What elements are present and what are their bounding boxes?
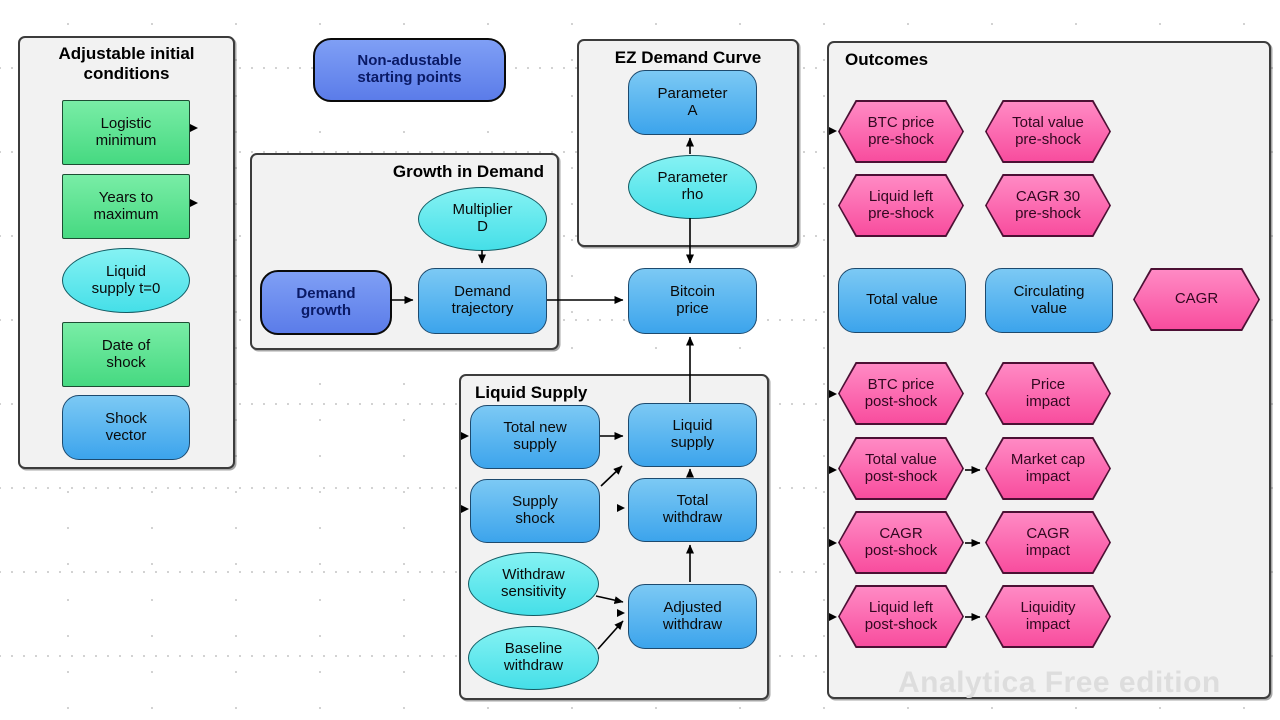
node-btc-price-post-shock[interactable]: BTC price post-shock xyxy=(838,362,964,425)
node-shock-vector[interactable]: Shock vector xyxy=(62,395,190,460)
node-circulating-value[interactable]: Circulating value xyxy=(985,268,1113,333)
node-parameter-a[interactable]: Parameter A xyxy=(628,70,757,135)
node-bitcoin-price[interactable]: Bitcoin price xyxy=(628,268,757,334)
node-liquidity-impact[interactable]: Liquidity impact xyxy=(985,585,1111,648)
box-title: EZ Demand Curve xyxy=(614,48,762,67)
node-logistic-minimum[interactable]: Logistic minimum xyxy=(62,100,190,165)
node-adjusted-withdraw[interactable]: Adjusted withdraw xyxy=(628,584,757,649)
node-demand-growth[interactable]: Demand growth xyxy=(260,270,392,335)
node-price-impact[interactable]: Price impact xyxy=(985,362,1111,425)
node-multiplier-d[interactable]: Multiplier D xyxy=(418,187,547,251)
node-total-value-post-shock[interactable]: Total value post-shock xyxy=(838,437,964,500)
node-non-adjustable-starting-points[interactable]: Non-adustable starting points xyxy=(313,38,506,102)
box-title: Growth in Demand xyxy=(392,162,544,181)
node-btc-price-pre-shock[interactable]: BTC price pre-shock xyxy=(838,100,964,163)
node-withdraw-sensitivity[interactable]: Withdraw sensitivity xyxy=(468,552,599,616)
node-liquid-left-post-shock[interactable]: Liquid left post-shock xyxy=(838,585,964,648)
node-liquid-supply[interactable]: Liquid supply xyxy=(628,403,757,467)
node-years-to-maximum[interactable]: Years to maximum xyxy=(62,174,190,239)
node-demand-trajectory[interactable]: Demand trajectory xyxy=(418,268,547,334)
node-total-value[interactable]: Total value xyxy=(838,268,966,333)
node-market-cap-impact[interactable]: Market cap impact xyxy=(985,437,1111,500)
box-title: Adjustable initial conditions xyxy=(58,44,195,83)
box-title: Outcomes xyxy=(845,50,929,69)
node-baseline-withdraw[interactable]: Baseline withdraw xyxy=(468,626,599,690)
node-liquid-left-pre-shock[interactable]: Liquid left pre-shock xyxy=(838,174,964,237)
node-date-of-shock[interactable]: Date of shock xyxy=(62,322,190,387)
node-cagr-30-pre-shock[interactable]: CAGR 30 pre-shock xyxy=(985,174,1111,237)
node-cagr-impact[interactable]: CAGR impact xyxy=(985,511,1111,574)
node-total-withdraw[interactable]: Total withdraw xyxy=(628,478,757,542)
node-liquid-supply-t0[interactable]: Liquid supply t=0 xyxy=(62,248,190,313)
free-edition-watermark: Analytica Free edition xyxy=(898,666,1221,699)
node-supply-shock[interactable]: Supply shock xyxy=(470,479,600,543)
node-cagr-post-shock[interactable]: CAGR post-shock xyxy=(838,511,964,574)
node-total-new-supply[interactable]: Total new supply xyxy=(470,405,600,469)
node-total-value-pre-shock[interactable]: Total value pre-shock xyxy=(985,100,1111,163)
box-title: Liquid Supply xyxy=(475,383,588,402)
node-cagr[interactable]: CAGR xyxy=(1133,268,1260,331)
node-parameter-rho[interactable]: Parameter rho xyxy=(628,155,757,219)
